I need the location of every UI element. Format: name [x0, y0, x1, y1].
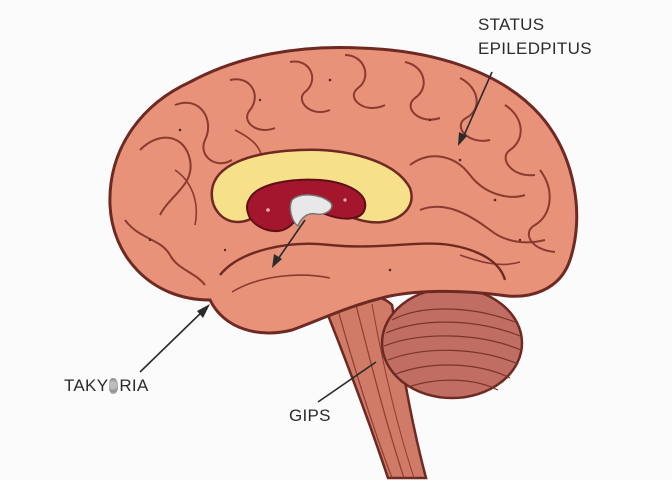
- cerebellum: [380, 286, 524, 400]
- gips-label: GIPS: [289, 406, 331, 425]
- smudge-icon: [109, 378, 119, 394]
- arrow-takyria-line: [139, 307, 207, 373]
- pointer-arrows: [139, 71, 493, 403]
- status-label-line1: STATUS: [478, 15, 545, 34]
- takyria-label-prefix: TAKY: [64, 376, 109, 395]
- arrow-status-line: [461, 71, 493, 141]
- takyria-label: TAKY RIA: [64, 375, 149, 397]
- inner-ventricle: [246, 178, 367, 233]
- arrow-inner-line: [275, 219, 306, 263]
- cortex-speckles: [148, 78, 522, 272]
- status-label-line2: EPILEDPITUS: [478, 39, 592, 58]
- arrow-inner-head: [272, 254, 282, 268]
- arrow-status-head: [458, 132, 467, 146]
- takyria-label-suffix: RIA: [119, 376, 149, 395]
- arrow-gips-line: [317, 361, 377, 403]
- arrow-takyria-head: [197, 304, 210, 318]
